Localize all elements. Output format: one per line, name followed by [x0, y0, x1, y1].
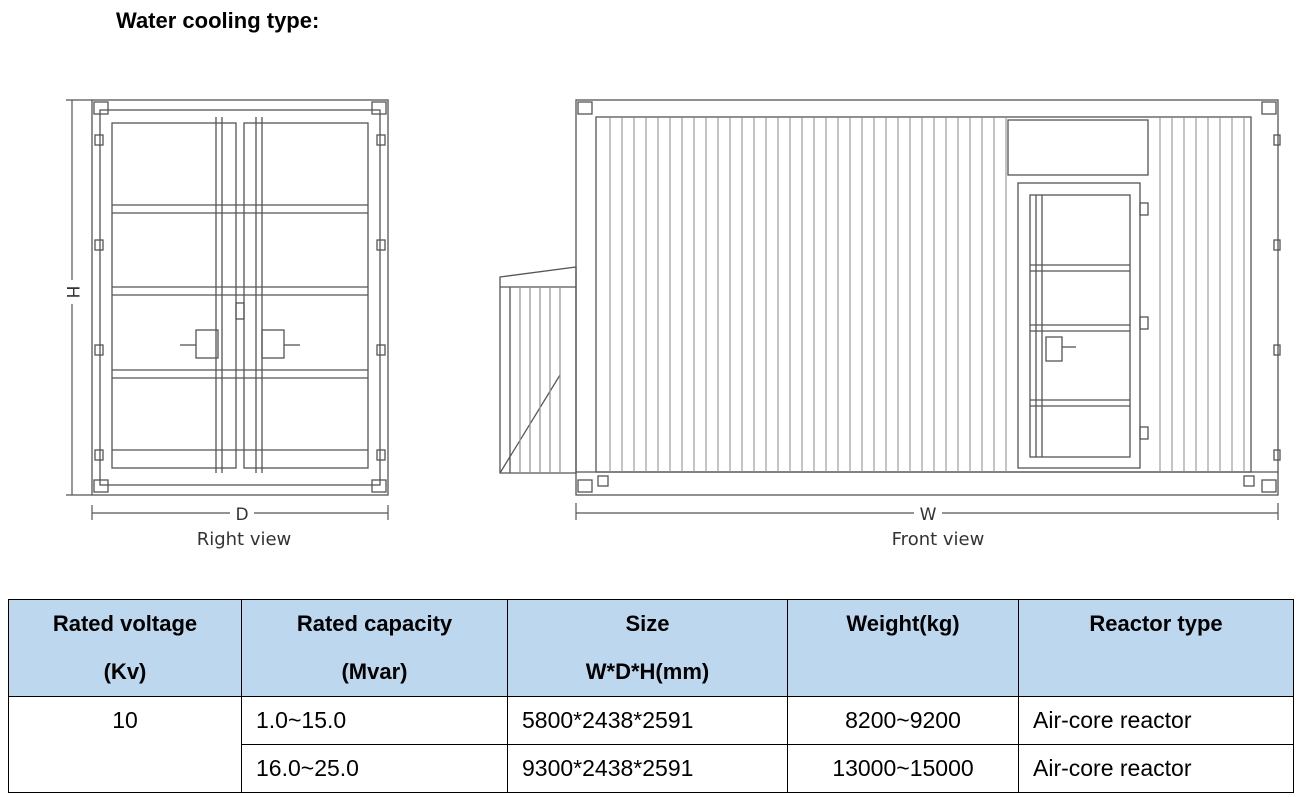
cell-size: 5800*2438*2591 — [507, 696, 788, 745]
width-dimension-label: W — [920, 505, 937, 525]
right-view-dimensions — [66, 99, 389, 520]
table-header-row: Rated voltage(Kv) Rated capacity(Mvar) S… — [8, 599, 1294, 697]
container-drawings: D H Right view — [60, 99, 1281, 550]
cell-reactor-type: Air-core reactor — [1018, 744, 1294, 793]
cell-size: 9300*2438*2591 — [507, 744, 788, 793]
cell-capacity: 1.0~15.0 — [241, 696, 508, 745]
table-row: 10 1.0~15.0 5800*2438*2591 8200~9200 Air… — [8, 696, 1294, 793]
cell-weight: 8200~9200 — [787, 696, 1019, 745]
height-dimension-label: H — [62, 286, 82, 299]
right-view-label: Right view — [197, 529, 292, 550]
header-reactor-type: Reactor type — [1018, 599, 1294, 697]
right-view-drawing — [91, 99, 389, 496]
page-title: Water cooling type: — [116, 8, 320, 33]
cell-capacity: 16.0~25.0 — [241, 744, 508, 793]
spec-table: Rated voltage(Kv) Rated capacity(Mvar) S… — [8, 599, 1294, 793]
header-weight: Weight(kg) — [787, 599, 1019, 697]
front-view-label: Front view — [892, 529, 985, 550]
cell-voltage: 10 — [8, 696, 242, 793]
depth-dimension-label: D — [235, 505, 248, 525]
header-rated-capacity: Rated capacity(Mvar) — [241, 599, 508, 697]
cell-weight: 13000~15000 — [787, 744, 1019, 793]
cell-reactor-type: Air-core reactor — [1018, 696, 1294, 745]
front-view-drawing — [499, 99, 1281, 496]
table-row: 16.0~25.0 9300*2438*2591 13000~15000 Air… — [9, 744, 1294, 793]
header-rated-voltage: Rated voltage(Kv) — [8, 599, 242, 697]
